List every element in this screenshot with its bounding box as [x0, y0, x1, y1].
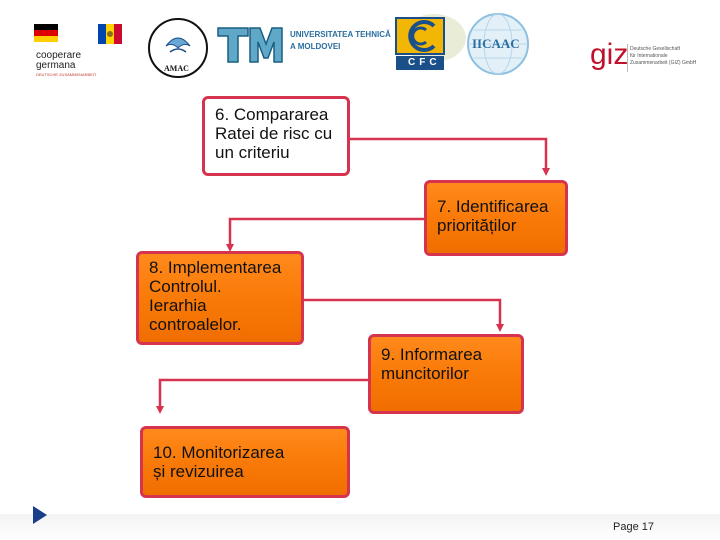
coop-text-1: cooperare	[36, 50, 82, 61]
connector-6-to-7	[350, 137, 550, 176]
giz-wordmark: giz	[590, 38, 629, 71]
utm-text-1: UNIVERSITATEA TEHNICĂ	[290, 30, 391, 39]
cooperare-germana-logo: cooperare germana DEUTSCHE ZUSAMMENARBEI…	[34, 22, 126, 82]
step-8-box: 8. Implementarea Controlul. Ierarhia con…	[136, 251, 304, 345]
header-logos: cooperare germana DEUTSCHE ZUSAMMENARBEI…	[0, 0, 720, 100]
step-10-box: 10. Monitorizarea și revizuirea	[140, 426, 350, 498]
iicaac-text: IICAAC	[472, 36, 520, 51]
utm-emblem-icon	[217, 27, 283, 63]
cfc-text: CFC	[408, 57, 441, 68]
step-6-box: 6. Compararea Ratei de risc cu un criter…	[202, 96, 350, 176]
utm-logo: UNIVERSITATEA TEHNICĂ A MOLDOVEI	[214, 20, 391, 70]
cfc-emblem-icon	[395, 14, 466, 70]
amac-emblem-icon	[148, 18, 208, 78]
giz-text-2: für Internationale	[630, 53, 668, 59]
giz-text-3: Zusammenarbeit (GIZ) GmbH	[630, 60, 697, 66]
connector-8-to-9	[304, 298, 504, 332]
footer-bar	[0, 514, 720, 540]
page-number: Page 17	[613, 521, 654, 533]
giz-logo: giz Deutsche Gesellschaft für Internatio…	[590, 40, 710, 80]
amac-text: AMAC	[164, 64, 189, 73]
coop-text-3: DEUTSCHE ZUSAMMENARBEIT	[36, 72, 97, 77]
step-7-box: 7. Identificarea priorităților	[424, 180, 568, 256]
connector-9-to-10	[156, 378, 370, 414]
step-9-box: 9. Informarea muncitorilor	[368, 334, 524, 414]
amac-logo: AMAC	[146, 16, 210, 80]
utm-text-2: A MOLDOVEI	[290, 42, 341, 51]
iicaac-logo: IICAAC	[464, 12, 532, 76]
iicaac-globe-icon	[467, 13, 529, 75]
coop-text-2: germana	[36, 60, 76, 71]
cfc-logo: CFC	[394, 10, 466, 74]
connector-7-to-8	[226, 217, 426, 252]
giz-text-1: Deutsche Gesellschaft	[630, 46, 681, 52]
flags-icon	[34, 24, 122, 44]
play-arrow-icon[interactable]	[33, 506, 47, 524]
